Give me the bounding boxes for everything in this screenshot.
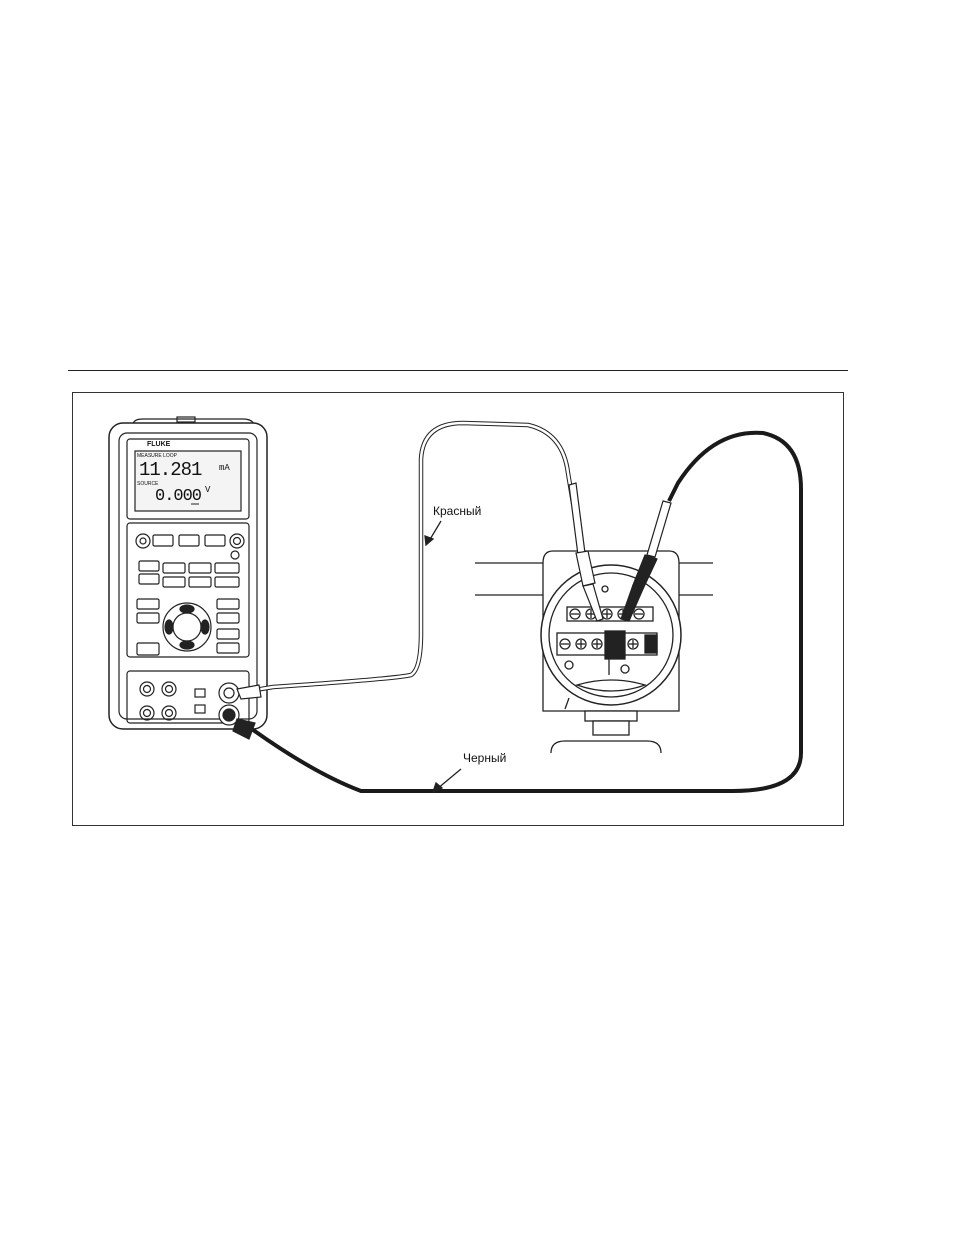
meter-lower-value: 0.000	[155, 487, 201, 506]
meter-upper-value: 11.281	[139, 459, 201, 481]
black-lead-label: Черный	[463, 751, 506, 765]
meter-lower-unit: V	[205, 485, 210, 495]
black-test-lead	[233, 433, 801, 791]
label-arrows	[425, 521, 461, 792]
page-rule	[68, 370, 848, 371]
wiring-diagram-frame: FLUKE MEASURE LOOP 11.281 mA SOURCE 0.00…	[72, 392, 844, 826]
transmitter	[541, 551, 681, 753]
meter-brand: FLUKE	[147, 441, 170, 448]
red-lead-label: Красный	[433, 504, 481, 518]
meter-upper-unit: mA	[219, 463, 230, 473]
